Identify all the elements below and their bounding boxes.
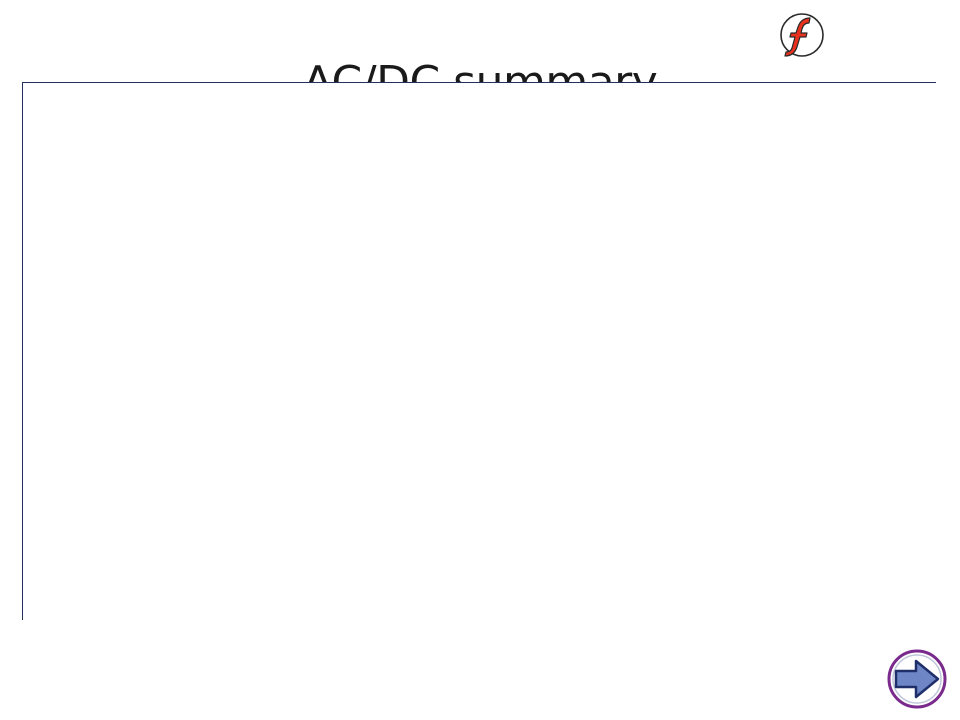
flash-icon[interactable] — [779, 12, 825, 58]
flash-content-frame[interactable] — [22, 82, 936, 620]
next-arrow-icon[interactable] — [886, 648, 948, 710]
